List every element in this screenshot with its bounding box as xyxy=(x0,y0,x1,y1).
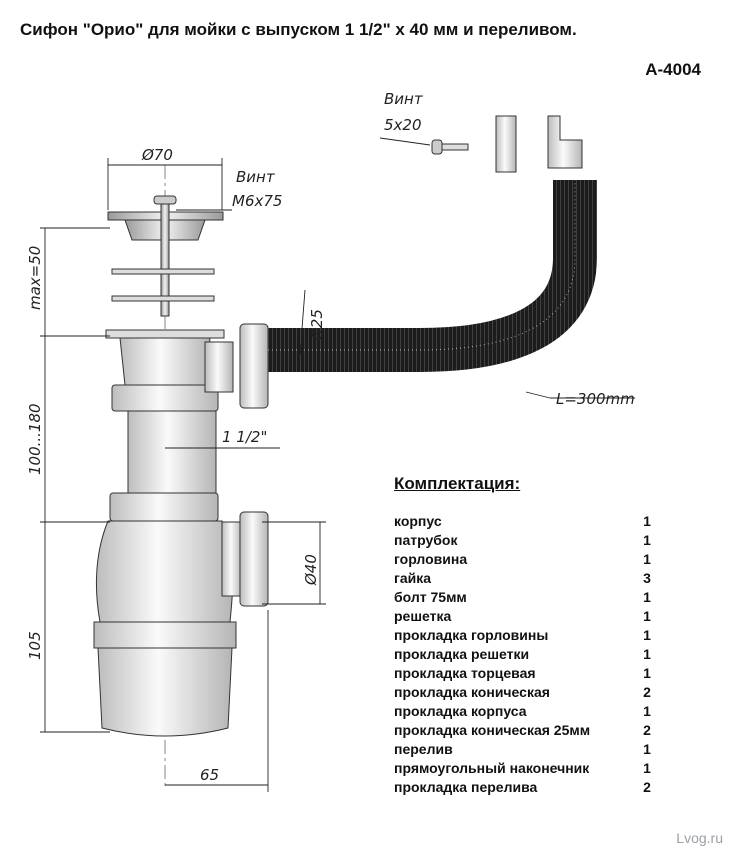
kit-item-qty: 1 xyxy=(643,627,651,643)
kit-item-qty: 1 xyxy=(643,589,651,605)
kit-item-qty: 1 xyxy=(643,608,651,624)
kit-item: горловина 1 xyxy=(394,550,654,569)
bottle-cap xyxy=(97,647,233,737)
outlet-nut xyxy=(239,511,269,607)
width-label: 65 xyxy=(200,766,219,784)
kit-item: прокладка горловины 1 xyxy=(394,626,654,645)
kit-item-qty: 1 xyxy=(643,760,651,776)
kit-heading: Комплектация: xyxy=(394,474,521,493)
adjust-height-label: max=50 xyxy=(26,246,44,310)
kit-item-qty: 1 xyxy=(643,551,651,567)
screw-label-line2: 5х20 xyxy=(384,116,422,134)
kit-item: прокладка коническая 25мм 2 xyxy=(394,721,654,740)
kit-item: патрубок 1 xyxy=(394,531,654,550)
kit-item-name: прокладка торцевая xyxy=(394,665,536,681)
bolt-head xyxy=(153,195,177,205)
kit-item: перелив 1 xyxy=(394,740,654,759)
kit-item-qty: 1 xyxy=(643,741,651,757)
hose-diameter-label: Ø25 xyxy=(308,309,326,341)
overflow-head xyxy=(547,115,583,169)
kit-item-qty: 2 xyxy=(643,684,651,700)
kit-item-qty: 1 xyxy=(643,703,651,719)
kit-item-name: решетка xyxy=(394,608,452,624)
kit-rows: корпус 1 патрубок 1 горловина 1 гайка 3 болт 75м… xyxy=(394,512,654,797)
bottle-ring xyxy=(93,621,237,649)
kit-item-name: корпус xyxy=(394,513,442,529)
bottom-nut xyxy=(109,492,219,522)
bolt-label-line2: М6х75 xyxy=(232,192,282,210)
kit-item-qty: 1 xyxy=(643,646,651,662)
kit-item-qty: 2 xyxy=(643,722,651,738)
dimension-lines xyxy=(40,137,635,792)
kit-item-qty: 1 xyxy=(643,513,651,529)
kit-item-name: патрубок xyxy=(394,532,458,548)
overflow-gasket xyxy=(495,115,517,173)
kit-item-name: прямоугольный наконечник xyxy=(394,760,590,776)
overflow-nut xyxy=(239,323,269,409)
bottle-body xyxy=(95,520,234,623)
kit-item-name: прокладка коническая 25мм xyxy=(394,722,591,738)
diagram-title: Сифон "Орио" для мойки с выпуском 1 1/2"… xyxy=(20,20,577,39)
kit-item-name: гайка xyxy=(394,570,432,586)
upper-body xyxy=(119,337,211,386)
article-code: А-4004 xyxy=(645,60,701,79)
kit-list: Комплектация: корпус 1 патрубок 1 горловина 1… xyxy=(394,474,654,797)
kit-item: прямоугольный наконечник 1 xyxy=(394,759,654,778)
bolt-label-line1: Винт xyxy=(236,168,276,186)
kit-item-qty: 1 xyxy=(643,532,651,548)
kit-item-name: прокладка коническая xyxy=(394,684,550,700)
kit-item-name: прокладка перелива xyxy=(394,779,538,795)
kit-item: гайка 3 xyxy=(394,569,654,588)
grate-diameter-label: Ø70 xyxy=(141,146,173,164)
kit-item: прокладка перелива 2 xyxy=(394,778,654,797)
kit-item-name: прокладка горловины xyxy=(394,627,549,643)
kit-item: прокладка коническая 2 xyxy=(394,683,654,702)
bottle-height-label: 105 xyxy=(26,631,44,660)
kit-item: прокладка торцевая 1 xyxy=(394,664,654,683)
corrugated-hose xyxy=(268,180,597,372)
thread-label: 1 1/2" xyxy=(222,428,267,446)
watermark: Lvog.ru xyxy=(676,830,723,846)
outlet-pipe xyxy=(221,521,243,597)
kit-item-name: болт 75мм xyxy=(394,589,467,605)
kit-item-name: горловина xyxy=(394,551,468,567)
kit-item-qty: 2 xyxy=(643,779,651,795)
body-height-label: 100...180 xyxy=(26,403,44,475)
overflow-screw xyxy=(431,139,469,155)
outlet-diameter-label: Ø40 xyxy=(302,554,320,586)
kit-item: корпус 1 xyxy=(394,512,654,531)
screw-label-line1: Винт xyxy=(384,90,424,108)
kit-item: прокладка корпуса 1 xyxy=(394,702,654,721)
kit-item-name: перелив xyxy=(394,741,453,757)
kit-item: болт 75мм 1 xyxy=(394,588,654,607)
top-nut xyxy=(111,384,219,412)
overflow-fitting xyxy=(204,341,234,393)
kit-item-name: прокладка корпуса xyxy=(394,703,527,719)
dip-tube xyxy=(127,410,217,494)
kit-item: прокладка решетки 1 xyxy=(394,645,654,664)
hose-length-label: L=300mm xyxy=(556,390,635,408)
kit-item-qty: 1 xyxy=(643,665,651,681)
kit-item-name: прокладка решетки xyxy=(394,646,530,662)
kit-item-qty: 3 xyxy=(643,570,651,586)
kit-item: решетка 1 xyxy=(394,607,654,626)
